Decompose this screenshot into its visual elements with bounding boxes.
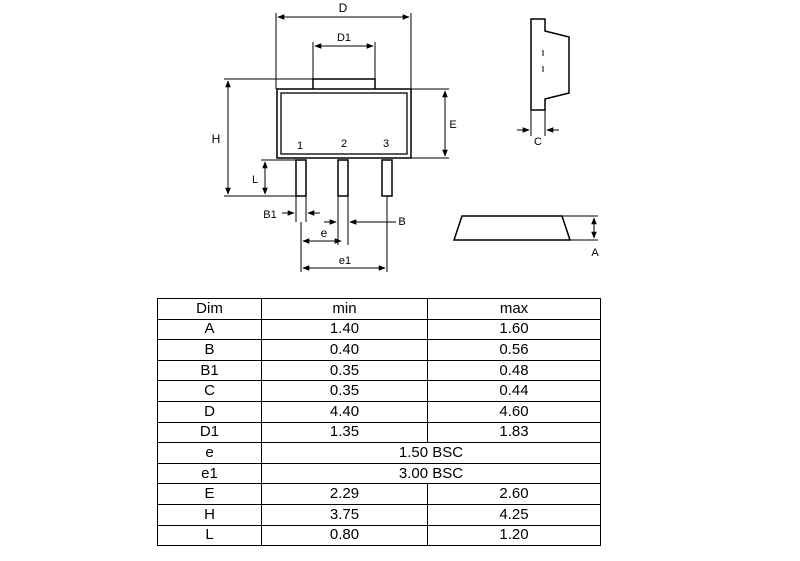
side-view: C [517,18,570,148]
front-profile [452,215,572,241]
label-H: H [212,132,221,146]
table-row: L 0.80 1.20 [157,524,601,547]
cell-min: 4.40 [261,400,428,423]
front-view: A [452,215,599,259]
package-body-inner [280,92,408,155]
top-view: 1 2 3 D D1 H E [212,1,457,272]
label-L: L [252,174,258,186]
header-dim: Dim [157,298,262,320]
cell-min: 2.29 [261,483,428,505]
cell-dim: D1 [157,421,262,444]
label-D1: D1 [337,32,351,44]
label-B1: B1 [263,209,276,221]
cell-dim: L [157,524,262,547]
dimension-A [562,215,598,241]
side-profile [530,18,570,111]
table-header-row: Dim min max [157,298,601,320]
cell-max: 0.56 [427,339,601,361]
dimension-table: Dim min max A 1.40 1.60 B 0.40 0.56 B1 0… [157,298,601,547]
dimension-e [300,222,342,272]
dimension-D [275,13,412,89]
cell-max: 1.60 [427,318,601,341]
dimension-B1 [282,196,320,222]
label-E: E [449,119,456,131]
cell-min: 0.40 [261,339,428,361]
cell-dim: E [157,483,262,505]
lead-3 [381,159,393,197]
cell-max: 2.60 [427,483,601,505]
header-min: min [261,298,428,320]
pin-3-label: 3 [383,138,389,150]
cell-value: 1.50 BSC [261,442,601,464]
cell-dim: C [157,380,262,402]
cell-min: 1.35 [261,421,428,444]
cell-dim: B1 [157,359,262,382]
cell-max: 0.44 [427,380,601,402]
pin-2-label: 2 [341,138,347,150]
label-e1: e1 [339,255,351,267]
label-D: D [339,1,348,15]
label-e: e [321,226,328,240]
label-C: C [534,136,542,148]
dimension-B [324,196,396,245]
table-row: H 3.75 4.25 [157,503,601,526]
table-row: D 4.40 4.60 [157,400,601,423]
header-max: max [427,298,601,320]
package-body-outer [276,88,412,159]
table-row: D1 1.35 1.83 [157,421,601,444]
cell-dim: H [157,503,262,526]
dimension-D1 [312,42,376,79]
table-row: C 0.35 0.44 [157,380,601,402]
cell-value: 3.00 BSC [261,462,601,485]
lead-1 [295,159,307,197]
table-row: B 0.40 0.56 [157,339,601,361]
table-row: E 2.29 2.60 [157,483,601,505]
cell-dim: e [157,442,262,464]
table-row: e1 3.00 BSC [157,462,601,485]
label-A: A [591,247,599,259]
dimension-C [517,110,559,136]
cell-min: 0.80 [261,524,428,547]
cell-max: 0.48 [427,359,601,382]
cell-min: 0.35 [261,359,428,382]
cell-dim: e1 [157,462,262,485]
cell-max: 4.60 [427,400,601,423]
dimension-L [261,159,296,197]
cell-min: 0.35 [261,380,428,402]
package-outline-drawing: 1 2 3 D D1 H E [212,1,599,272]
cell-dim: D [157,400,262,423]
table-row: A 1.40 1.60 [157,318,601,341]
label-B: B [398,216,405,228]
cell-dim: B [157,339,262,361]
table-row: B1 0.35 0.48 [157,359,601,382]
cell-max: 1.83 [427,421,601,444]
cell-max: 4.25 [427,503,601,526]
table-row: e 1.50 BSC [157,442,601,464]
pin-1-label: 1 [297,140,303,152]
cell-min: 3.75 [261,503,428,526]
lead-2 [337,159,349,197]
cell-max: 1.20 [427,524,601,547]
dimension-e1 [302,196,388,272]
dimension-E [411,88,449,159]
cell-min: 1.40 [261,318,428,341]
cell-dim: A [157,318,262,341]
